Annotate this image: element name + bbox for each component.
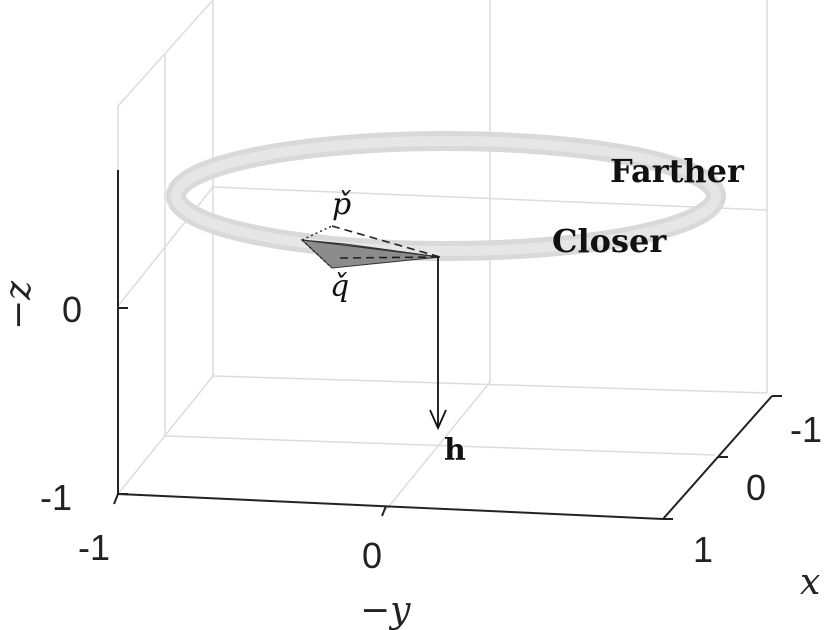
h-vector-arrow	[429, 257, 447, 431]
y-tick-minus-1: -1	[78, 527, 110, 568]
z-tick-0: 0	[62, 289, 82, 330]
farther-label: Farther	[610, 152, 745, 190]
z-axis-label: −z	[0, 280, 39, 330]
x-tick-minus-1: -1	[790, 409, 822, 450]
x-tick-1: 1	[693, 529, 713, 570]
h-vector-label: h	[444, 433, 466, 468]
z-tick-minus-1: -1	[40, 477, 72, 518]
q-point-label: q̌	[330, 269, 349, 304]
x-axis-line	[662, 395, 773, 520]
axes	[113, 170, 782, 520]
y-axis-label: −y	[360, 590, 411, 630]
x-axis-label: x	[800, 562, 820, 603]
wedge-shape	[300, 225, 441, 269]
ring-path	[166, 131, 726, 261]
p-point-label: p̌	[332, 187, 351, 222]
x-tick-0: 0	[746, 467, 766, 508]
y-tick-0: 0	[362, 535, 382, 576]
closer-label: Closer	[552, 222, 667, 260]
y-axis-line	[117, 493, 664, 520]
